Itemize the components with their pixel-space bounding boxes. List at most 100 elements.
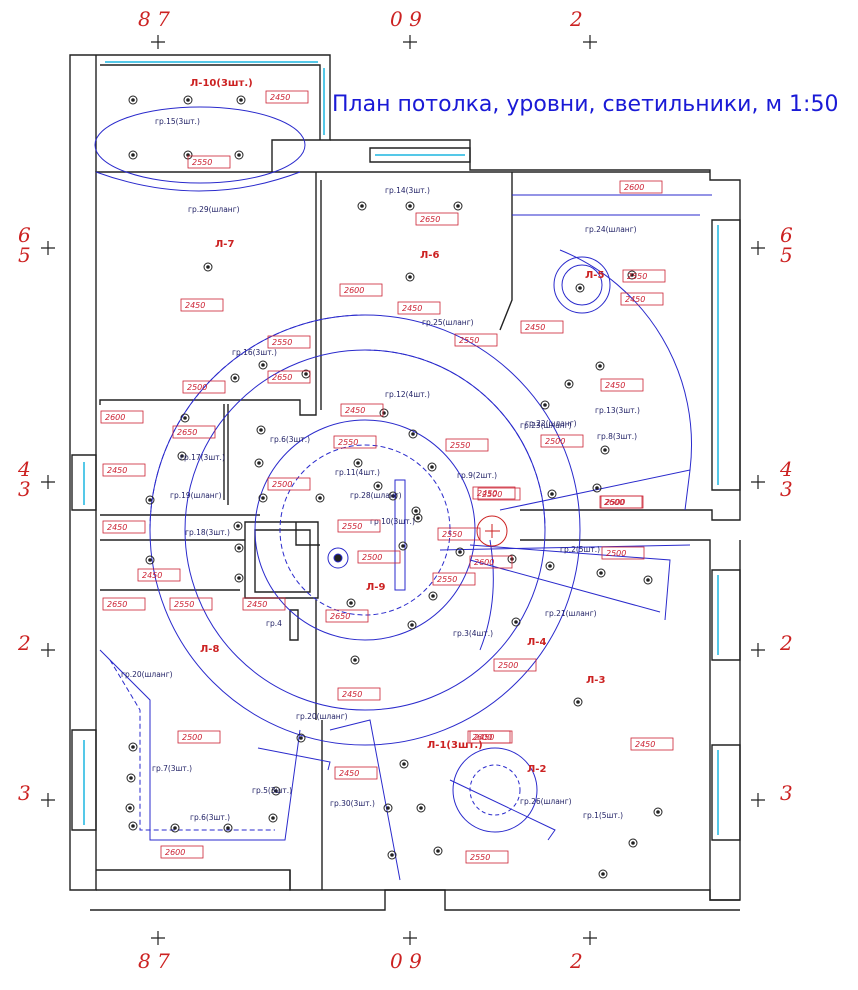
light-fixture-icon: [128, 95, 138, 105]
level-tag: 2450: [340, 403, 384, 417]
level-value: 2500: [187, 383, 207, 392]
axis-label-top: 2: [569, 7, 583, 31]
level-tag: 2450: [102, 463, 146, 477]
level-value: 2550: [470, 853, 490, 862]
light-fixture-icon: [353, 458, 363, 468]
light-fixture-icon: [258, 493, 268, 503]
level-tag: 2450: [397, 301, 441, 315]
level-value: 2550: [338, 438, 358, 447]
level-value: 2600: [472, 733, 492, 742]
level-tag: 2550: [169, 597, 213, 611]
group-label: гр.1(5шт.): [583, 811, 623, 820]
level-tag: 2450: [180, 298, 224, 312]
light-fixture-icon: [545, 561, 555, 571]
level-tag: 2650: [172, 425, 216, 439]
light-fixture-icon: [598, 869, 608, 879]
level-value: 2450: [605, 381, 625, 390]
group-label: гр.15(3шт.): [155, 117, 200, 126]
ceiling-contours: [94, 106, 712, 881]
light-fixture-icon: [126, 773, 136, 783]
level-value: 2500: [545, 437, 565, 446]
light-fixture-icon: [183, 95, 193, 105]
level-value: 2450: [107, 466, 127, 475]
level-tag: 2600: [469, 555, 513, 569]
level-value: 2650: [330, 612, 350, 621]
level-tag: 2600: [160, 845, 204, 859]
level-value: 2500: [498, 661, 518, 670]
level-tag: 2500: [267, 477, 311, 491]
group-label: гр.20(шланг): [296, 712, 348, 721]
light-fixture-icon: [296, 733, 306, 743]
light-fixture-icon: [399, 759, 409, 769]
level-value: 2550: [437, 575, 457, 584]
light-fixture-icon: [223, 823, 233, 833]
level-value: 2450: [635, 740, 655, 749]
light-fixture-icon: [575, 283, 585, 293]
level-tag: 2550: [622, 269, 666, 283]
light-fixture-icon: [405, 272, 415, 282]
light-fixture-icon: [428, 591, 438, 601]
level-tag: 2450: [337, 687, 381, 701]
light-fixture-icon: [233, 521, 243, 531]
light-fixture-icon: [346, 598, 356, 608]
level-value: 2650: [107, 600, 127, 609]
light-fixture-icon: [203, 262, 213, 272]
light-fixture-icon: [128, 742, 138, 752]
level-tag: 2500: [477, 487, 521, 501]
light-fixture-icon: [413, 513, 423, 523]
level-tag: 2550: [454, 333, 498, 347]
group-label: гр.6(3шт.): [270, 435, 310, 444]
light-fixture-icon: [315, 493, 325, 503]
axis-label-bottom: 2: [569, 949, 583, 973]
axis-label-left: 3: [18, 781, 31, 805]
level-value: 2450: [185, 301, 205, 310]
light-fixture-icon: [145, 555, 155, 565]
group-label: гр.14(3шт.): [385, 186, 430, 195]
level-tag: 2450: [620, 292, 664, 306]
level-tag: 2500: [601, 546, 645, 560]
level-value: 2500: [605, 498, 625, 507]
level-value: 2550: [272, 338, 292, 347]
lamp-label: Л-8: [200, 644, 219, 655]
group-label: гр.2(5шт.): [560, 545, 600, 554]
light-fixture-icon: [256, 425, 266, 435]
level-tag: 2450: [630, 737, 674, 751]
axis-label-right: 2: [779, 631, 793, 655]
level-value: 2550: [192, 158, 212, 167]
level-tag: 2500: [182, 380, 226, 394]
level-tag: 2500: [177, 730, 221, 744]
light-fixture-icon: [128, 821, 138, 831]
light-fixture-icon: [254, 458, 264, 468]
level-value: 2450: [107, 523, 127, 532]
level-tag: 2550: [432, 572, 476, 586]
window-glazing: [83, 61, 719, 835]
light-fixture-icon: [427, 462, 437, 472]
light-fixture-icon: [234, 150, 244, 160]
lamp-label: Л-10(3шт.): [190, 78, 253, 89]
lamp-label: Л-4: [527, 637, 546, 648]
lamp-label: Л-1(3шт.): [427, 740, 483, 751]
level-tag: 2500: [357, 550, 401, 564]
level-value: 2600: [165, 848, 185, 857]
group-label: гр.7(3шт.): [152, 764, 192, 773]
lamp-label: Л-2: [527, 764, 546, 775]
group-label: гр.6(3шт.): [190, 813, 230, 822]
light-fixture-icon: [177, 451, 187, 461]
plan-title: План потолка, уровни, светильники, м 1:5…: [332, 92, 839, 117]
level-tag: 2550: [437, 527, 481, 541]
light-fixture-icon: [416, 803, 426, 813]
axis-label-right: 3: [780, 781, 793, 805]
level-tag: 2600: [339, 283, 383, 297]
light-fixture-icon: [547, 489, 557, 499]
level-tag: 2500: [493, 658, 537, 672]
level-tag: 2650: [325, 609, 369, 623]
light-fixture-icon: [234, 573, 244, 583]
level-tag: 2550: [187, 155, 231, 169]
level-tag: 2650: [267, 370, 311, 384]
level-tag: 2550: [333, 435, 377, 449]
